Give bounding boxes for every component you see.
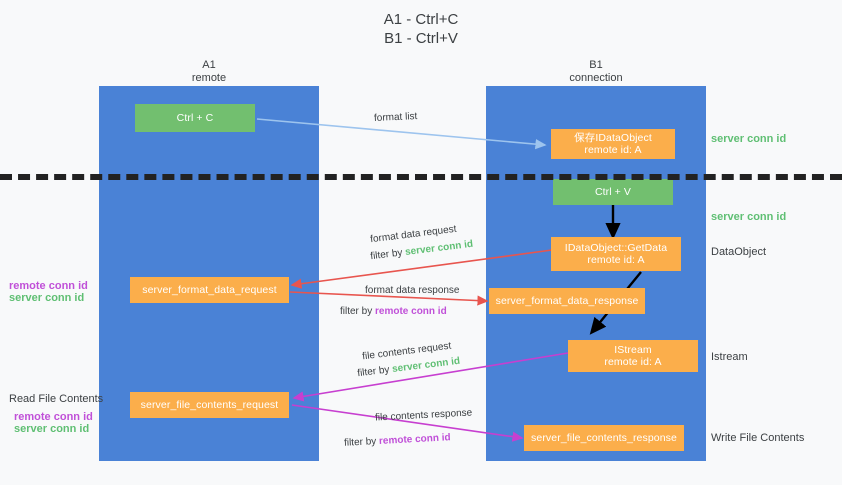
node-server-format-data-request[interactable]: server_format_data_request [130,277,289,303]
node-ctrl-v[interactable]: Ctrl + V [553,179,673,205]
node-save-idataobject-line2: remote id: A [584,144,642,156]
node-ctrl-c-label: Ctrl + C [176,112,214,124]
node-ctrl-c[interactable]: Ctrl + C [135,104,255,132]
edge-label-format-list: format list [373,111,418,124]
left-label-group1-server-conn-id: server conn id [9,292,85,304]
node-ctrl-v-label: Ctrl + V [594,186,632,198]
node-idataobject-getdata-line1: IDataObject::GetData [564,242,668,254]
node-save-idataobject[interactable]: 保存IDataObject remote id: A [551,129,675,159]
right-label-write-file-contents: Write File Contents [711,432,805,444]
node-istream-line2: remote id: A [604,356,662,368]
left-label-read-file-contents: Read File Contents [9,393,104,405]
edge-label-file-contents-response-filter: filter by remote conn id [344,431,451,450]
filter-prefix: filter by [369,247,406,263]
right-label-server-conn-id-1: server conn id [711,133,787,145]
filter-prefix: filter by [343,435,380,449]
lane-header-b1-name: B1 [589,59,603,71]
filter-prefix: filter by [340,306,376,317]
node-save-idataobject-line1: 保存IDataObject [574,132,652,144]
left-label-group1-remote-conn-id: remote conn id [9,280,88,292]
lane-header-b1-sub: connection [569,72,623,84]
lane-header-a1-sub: remote [191,72,227,84]
phase-divider-dashed-line [0,174,842,180]
node-server-format-data-response[interactable]: server_format_data_response [489,288,645,314]
edge-label-file-contents-response: file contents response [374,407,473,424]
filter-value-remote-conn-id: remote conn id [378,432,451,447]
node-idataobject-getdata[interactable]: IDataObject::GetData remote id: A [551,237,681,271]
lane-header-a1-name: A1 [202,59,216,71]
diagram-title-line1: A1 - Ctrl+C [383,11,459,28]
node-idataobject-getdata-line2: remote id: A [587,254,645,266]
left-label-group2-server-conn-id: server conn id [14,423,90,435]
node-istream[interactable]: IStream remote id: A [568,340,698,372]
node-server-file-contents-request-label: server_file_contents_request [140,399,279,411]
node-server-file-contents-request[interactable]: server_file_contents_request [130,392,289,418]
left-label-group2-remote-conn-id: remote conn id [14,411,93,423]
diagram-title-line2: B1 - Ctrl+V [384,30,458,47]
node-server-file-contents-response[interactable]: server_file_contents_response [524,425,684,451]
filter-prefix: filter by [356,364,393,380]
node-server-format-data-response-label: server_format_data_response [495,295,639,307]
node-istream-line1: IStream [614,344,652,356]
node-server-file-contents-response-label: server_file_contents_response [531,432,677,444]
right-label-server-conn-id-2: server conn id [711,211,787,223]
right-label-istream: Istream [711,351,748,363]
filter-value-server-conn-id: server conn id [404,238,474,258]
edge-label-format-data-response-filter: filter by remote conn id [340,305,447,318]
filter-value-remote-conn-id: remote conn id [375,306,447,317]
edge-label-format-data-response: format data response [365,285,460,296]
node-server-format-data-request-label: server_format_data_request [142,284,277,296]
right-label-dataobject: DataObject [711,246,767,258]
